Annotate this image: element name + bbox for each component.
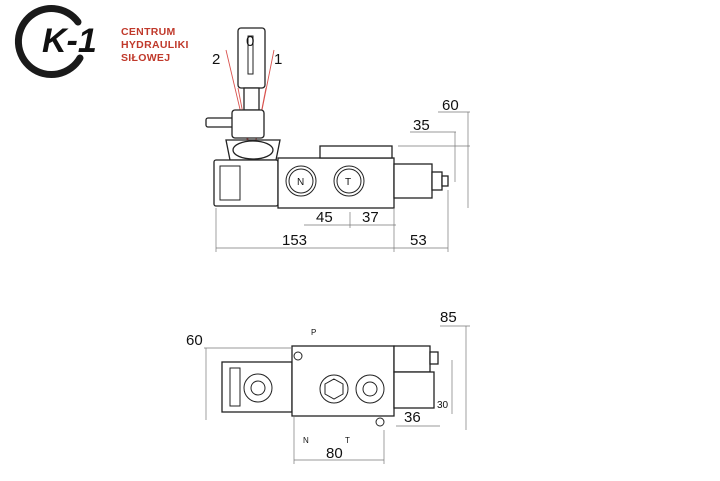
- dim-60-side: 60: [442, 97, 459, 114]
- dim-80: 80: [326, 445, 343, 462]
- side-view: 2 0 1 N T 60 35 45 37: [205, 27, 470, 252]
- top-relief-valve: [393, 345, 431, 373]
- top-port-t: [355, 374, 385, 404]
- top-lever-housing: [221, 361, 293, 413]
- relief-valve: [393, 163, 433, 199]
- lever-cap: [232, 140, 274, 160]
- top-pivot: [250, 380, 266, 396]
- top-port-n: [319, 374, 349, 404]
- dim-35-side: 35: [413, 117, 430, 134]
- pivot-block: [231, 109, 265, 139]
- port-t-ring: [333, 165, 365, 197]
- port-t-top-label: T: [345, 436, 350, 445]
- lever-position-0: 0: [246, 33, 254, 50]
- top-relief-cap: [429, 351, 439, 365]
- top-relief-body: [393, 371, 435, 409]
- top-pivot-ring: [243, 373, 273, 403]
- dim-153: 153: [282, 232, 307, 249]
- relief-valve-screw: [441, 175, 449, 187]
- port-n-top-label: N: [303, 436, 309, 445]
- lever-housing: [213, 159, 279, 207]
- valve-top-block: [319, 145, 393, 159]
- logo-line-1: CENTRUM: [121, 26, 176, 38]
- lever-position-1: 1: [274, 51, 282, 68]
- lever-slot: [247, 35, 254, 75]
- port-t: [336, 168, 362, 194]
- lever-shaft: [243, 87, 260, 111]
- top-port-n-hex: [324, 378, 344, 400]
- logo-mark: [14, 5, 84, 78]
- top-view: P N T 85 60 30 36 80: [186, 309, 470, 464]
- dim-53: 53: [410, 232, 427, 249]
- port-t-label: T: [345, 177, 351, 188]
- lever-position-2: 2: [212, 51, 220, 68]
- top-port-t-inner: [362, 381, 378, 397]
- top-housing-cover: [229, 367, 241, 407]
- dim-30: 30: [437, 400, 449, 411]
- top-valve-body: [291, 345, 395, 417]
- mounting-hole: [293, 351, 303, 361]
- port-n: [288, 168, 314, 194]
- dim-60-top: 60: [186, 332, 203, 349]
- logo-line-3: SIŁOWEJ: [121, 52, 171, 64]
- port-n-ring: [285, 165, 317, 197]
- logo-mark-text: K-1: [42, 22, 97, 60]
- port-n-label: N: [297, 177, 304, 188]
- relief-valve-cap: [431, 171, 443, 191]
- dim-37: 37: [362, 209, 379, 226]
- mounting-hole: [375, 417, 385, 427]
- valve-body: [277, 157, 395, 209]
- dim-85: 85: [440, 309, 457, 326]
- dim-36: 36: [404, 409, 421, 426]
- dim-45: 45: [316, 209, 333, 226]
- housing-cover: [219, 165, 241, 201]
- logo-line-2: HYDRAULIKI: [121, 39, 189, 51]
- port-p-label: P: [311, 328, 316, 337]
